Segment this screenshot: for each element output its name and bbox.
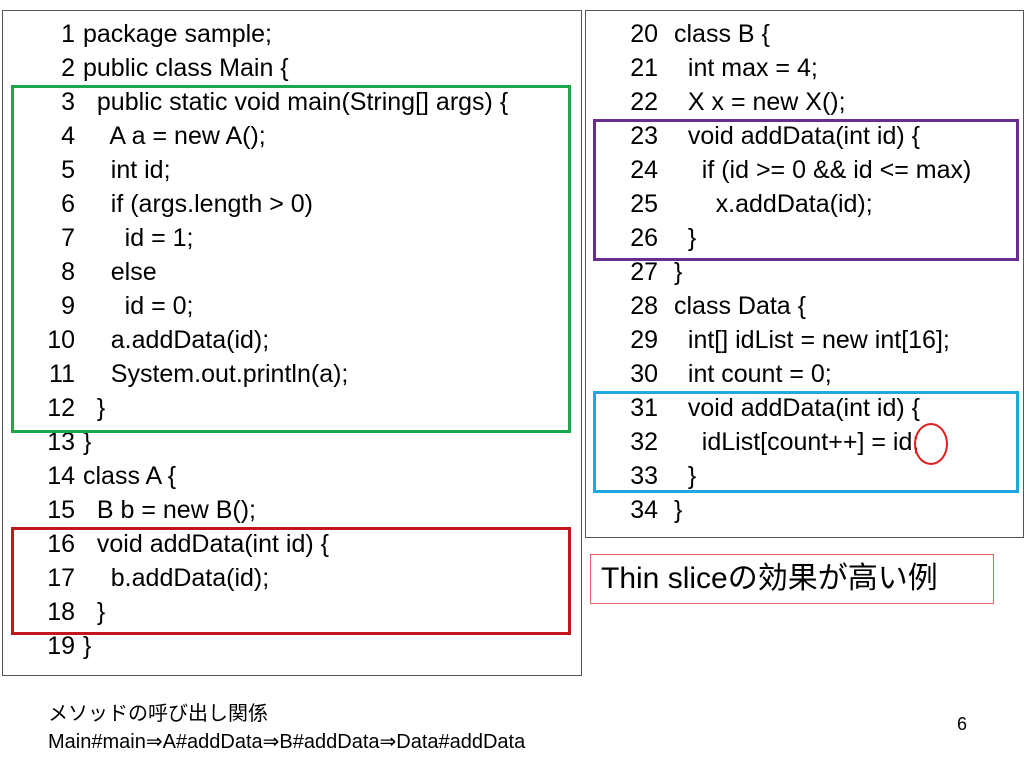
b-adddata-highlight bbox=[593, 119, 1019, 261]
id-circle-highlight bbox=[914, 423, 948, 465]
page-number: 6 bbox=[957, 714, 968, 734]
main-method-highlight bbox=[11, 85, 571, 433]
thin-slice-callout: Thin sliceの効果が高い例 bbox=[590, 554, 994, 604]
call-relation-title: メソッドの呼び出し関係 bbox=[48, 703, 268, 725]
a-adddata-highlight bbox=[11, 527, 571, 635]
data-adddata-highlight bbox=[593, 391, 1019, 493]
call-relation-chain: Main#main⇒A#addData⇒B#addData⇒Data#addDa… bbox=[48, 731, 526, 753]
